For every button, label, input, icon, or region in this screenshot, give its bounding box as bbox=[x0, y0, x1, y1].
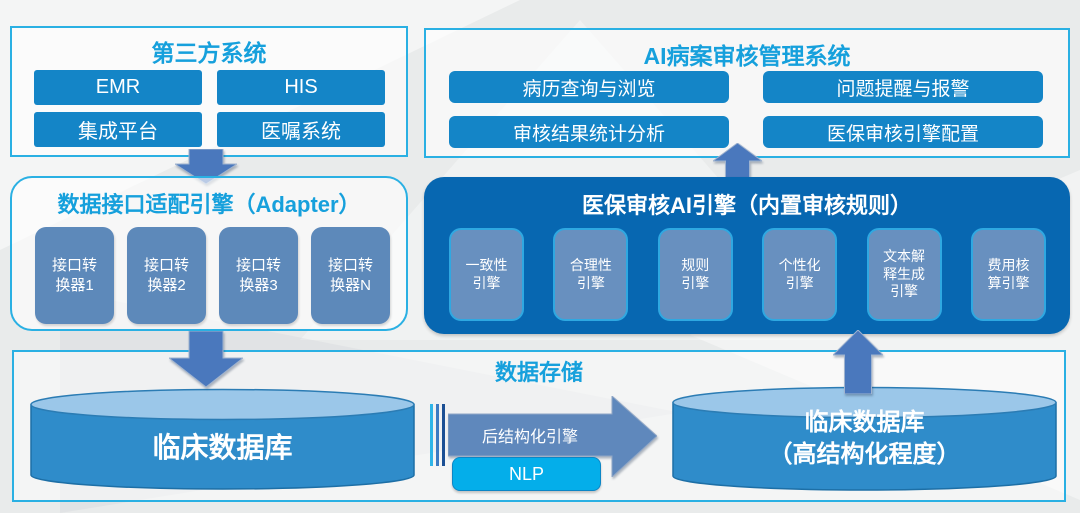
down-arrow-icon bbox=[175, 149, 237, 184]
button-issue-alert: 问题提醒与报警 bbox=[763, 71, 1043, 103]
clinical-database-label: 临床数据库 bbox=[152, 432, 293, 463]
interface-converter-2: 接口转 换器2 bbox=[127, 227, 206, 324]
box-order-system: 医嘱系统 bbox=[217, 112, 385, 147]
text-explanation-engine: 文本解 释生成 引擎 bbox=[866, 228, 942, 321]
interface-converter-1: 接口转 换器1 bbox=[35, 227, 114, 324]
box-emr: EMR bbox=[34, 70, 202, 105]
engine-title: 医保审核AI引擎（内置审核规则） bbox=[581, 193, 912, 218]
engine-module-row: 一致性 引擎 合理性 引擎 规则 引擎 个性化 引擎 文本解 释生成 引擎 费用… bbox=[449, 228, 1046, 321]
converter-row: 接口转 换器1 接口转 换器2 接口转 换器3 接口转 换器N bbox=[35, 227, 391, 324]
consistency-engine: 一致性 引擎 bbox=[449, 228, 524, 321]
post-structuring-engine-label: 后结构化引擎 bbox=[481, 429, 578, 446]
pipeline-stripe bbox=[430, 404, 433, 466]
rationality-engine: 合理性 引擎 bbox=[553, 228, 629, 321]
management-title: AI病案审核管理系统 bbox=[643, 43, 851, 69]
button-record-query: 病历查询与浏览 bbox=[449, 71, 729, 103]
clinical-database-cylinder bbox=[30, 388, 415, 490]
ai-audit-management-box: AI病案审核管理系统 病历查询与浏览 问题提醒与报警 审核结果统计分析 医保审核… bbox=[424, 28, 1070, 158]
interface-converter-n: 接口转 换器N bbox=[311, 227, 390, 324]
structured-database-cylinder bbox=[672, 386, 1057, 491]
down-arrow-icon bbox=[169, 331, 243, 387]
cost-accounting-engine: 费用核 算引擎 bbox=[970, 228, 1046, 321]
interface-converter-3: 接口转 换器3 bbox=[219, 227, 298, 324]
nlp-box: NLP bbox=[452, 457, 601, 491]
third-party-grid: EMR HIS 集成平台 医嘱系统 bbox=[34, 70, 385, 147]
up-arrow-icon bbox=[713, 143, 762, 180]
up-arrow-icon bbox=[833, 330, 883, 394]
button-audit-statistics: 审核结果统计分析 bbox=[449, 116, 729, 148]
structured-database-label: 临床数据库 （高结构化程度） bbox=[768, 409, 961, 469]
third-party-title: 第三方系统 bbox=[151, 40, 267, 66]
pipeline-stripe bbox=[442, 404, 445, 466]
third-party-systems-box: 第三方系统 EMR HIS 集成平台 医嘱系统 bbox=[10, 26, 408, 157]
adapter-engine-box: 数据接口适配引擎（Adapter） 接口转 换器1 接口转 换器2 接口转 换器… bbox=[10, 176, 408, 331]
personalization-engine: 个性化 引擎 bbox=[762, 228, 838, 321]
rule-engine: 规则 引擎 bbox=[657, 228, 733, 321]
box-his: HIS bbox=[217, 70, 385, 105]
insurance-audit-ai-engine-box: 医保审核AI引擎（内置审核规则） 一致性 引擎 合理性 引擎 规则 引擎 个性化… bbox=[424, 177, 1070, 334]
management-grid: 病历查询与浏览 问题提醒与报警 审核结果统计分析 医保审核引擎配置 bbox=[449, 71, 1043, 148]
box-integration-platform: 集成平台 bbox=[34, 112, 202, 147]
button-engine-config: 医保审核引擎配置 bbox=[763, 116, 1043, 148]
adapter-title: 数据接口适配引擎（Adapter） bbox=[57, 192, 361, 217]
storage-title: 数据存储 bbox=[494, 360, 583, 385]
right-arrow-icon bbox=[448, 396, 657, 477]
pipeline-stripe bbox=[436, 404, 439, 466]
